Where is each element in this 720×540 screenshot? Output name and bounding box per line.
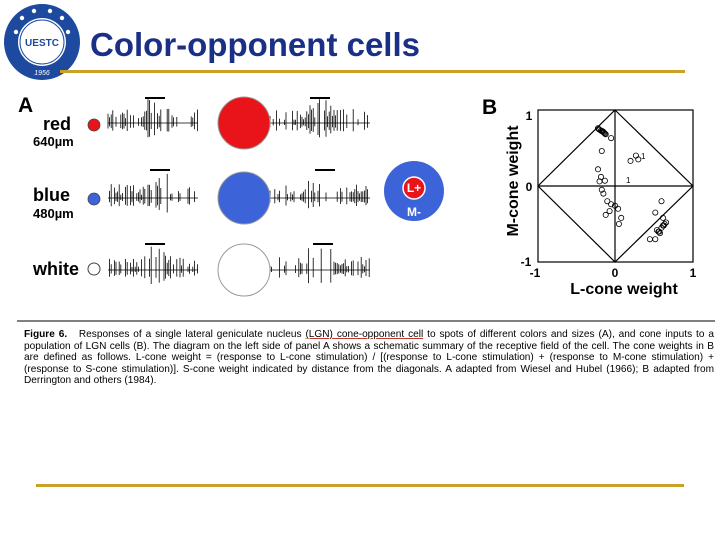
scatter-point (652, 236, 659, 243)
blue-dot-icon (87, 192, 101, 206)
svg-text:1: 1 (526, 109, 533, 123)
scatter-point (595, 166, 602, 173)
scatter-point (602, 211, 609, 218)
caption-text-2: to spots of different colors and sizes (… (24, 329, 714, 387)
scatter-point (598, 186, 605, 193)
scatter-point (600, 190, 607, 197)
figure: A red 640µm blue 480µm white L+ M- B M-c… (17, 94, 715, 322)
row-label-white: white (32, 259, 79, 279)
svg-text:0: 0 (526, 180, 533, 194)
university-logo: UESTC 1956 (4, 4, 80, 80)
scatter-point (602, 131, 609, 138)
scatter-point (606, 208, 613, 215)
scatter-point (652, 209, 659, 216)
logo-center-text: UESTC (25, 38, 59, 49)
figure-caption: Figure 6. Responses of a single lateral … (24, 329, 714, 387)
panel-a-label: A (18, 94, 33, 117)
scatter-point (598, 128, 605, 135)
logo-year: 1956 (34, 70, 50, 77)
slide-title: Color-opponent cells (90, 26, 420, 63)
row-wavelength-blue: 480µm (33, 206, 74, 221)
svg-text:-1: -1 (521, 255, 532, 269)
scatter-point (608, 201, 615, 208)
diamond-diagonals (537, 109, 694, 263)
red-stimulus-spot (217, 96, 271, 150)
svg-text:1: 1 (690, 266, 697, 280)
scatter-point (608, 135, 615, 142)
scatter-point (635, 156, 642, 163)
svg-text:0: 0 (612, 266, 619, 280)
scatter-point (604, 198, 611, 205)
blue-stimulus-spot (217, 171, 271, 225)
scatter-point (632, 152, 639, 159)
scatter-point (660, 214, 667, 221)
scatter-point (615, 220, 622, 227)
scatter-point (596, 178, 603, 185)
panel-b-label: B (482, 96, 497, 119)
scatter-points (595, 125, 670, 243)
scatter-point (612, 202, 619, 209)
svg-text:-1: -1 (530, 266, 541, 280)
rf-surround-label: M- (407, 205, 421, 219)
scatter-point (615, 205, 622, 212)
svg-text:1: 1 (626, 176, 631, 185)
white-dot-icon (87, 262, 101, 276)
scatter-point (656, 228, 663, 235)
scatter-point (660, 222, 667, 229)
scatter-point (618, 214, 625, 221)
row-label-blue: blue (33, 185, 70, 205)
red-dot-icon (87, 118, 101, 132)
y-axis-label: M-cone weight (505, 125, 522, 237)
spike-trains (107, 99, 370, 284)
title-underline (60, 70, 685, 73)
footer-rule (36, 484, 684, 487)
scatter-point (627, 157, 634, 164)
caption-underlined: (LGN) cone-opponent cell (305, 329, 424, 340)
row-wavelength-red: 640µm (33, 134, 74, 149)
row-label-red: red (43, 114, 71, 134)
svg-text:1: 1 (641, 152, 646, 161)
white-stimulus-spot (217, 243, 271, 297)
scatter-point (601, 177, 608, 184)
caption-text-1: Responses of a single lateral geniculate… (78, 329, 306, 340)
caption-prefix: Figure 6. (24, 329, 68, 340)
scatter-point (658, 198, 665, 205)
rf-center-label: L+ (407, 181, 421, 195)
scatter-point (598, 148, 605, 155)
x-axis-label: L-cone weight (570, 281, 678, 298)
rf-center (402, 176, 426, 200)
scatter-point (646, 236, 653, 243)
